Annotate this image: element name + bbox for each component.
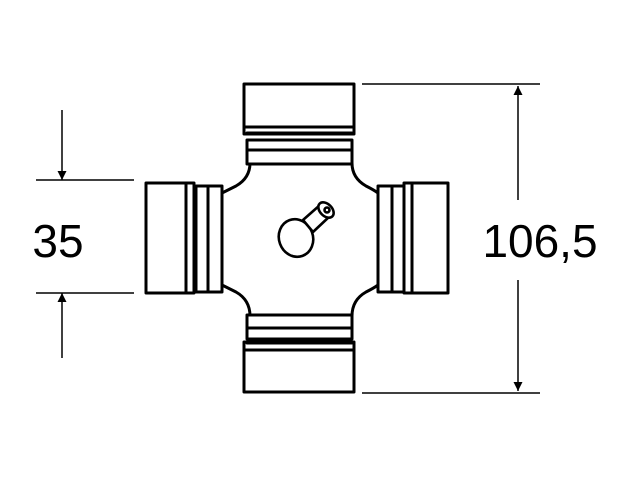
left-bearing-cap: [144, 181, 224, 295]
dimension-35: [36, 110, 134, 358]
dimension-label-106-5: 106,5: [482, 215, 597, 267]
right-bearing-cap: [376, 181, 450, 295]
dimension-label-35: 35: [32, 215, 83, 267]
grease-nipple: [277, 201, 335, 259]
top-bearing-cap: [242, 82, 356, 166]
bottom-bearing-cap: [242, 313, 356, 394]
dimension-106-5: [362, 83, 540, 394]
